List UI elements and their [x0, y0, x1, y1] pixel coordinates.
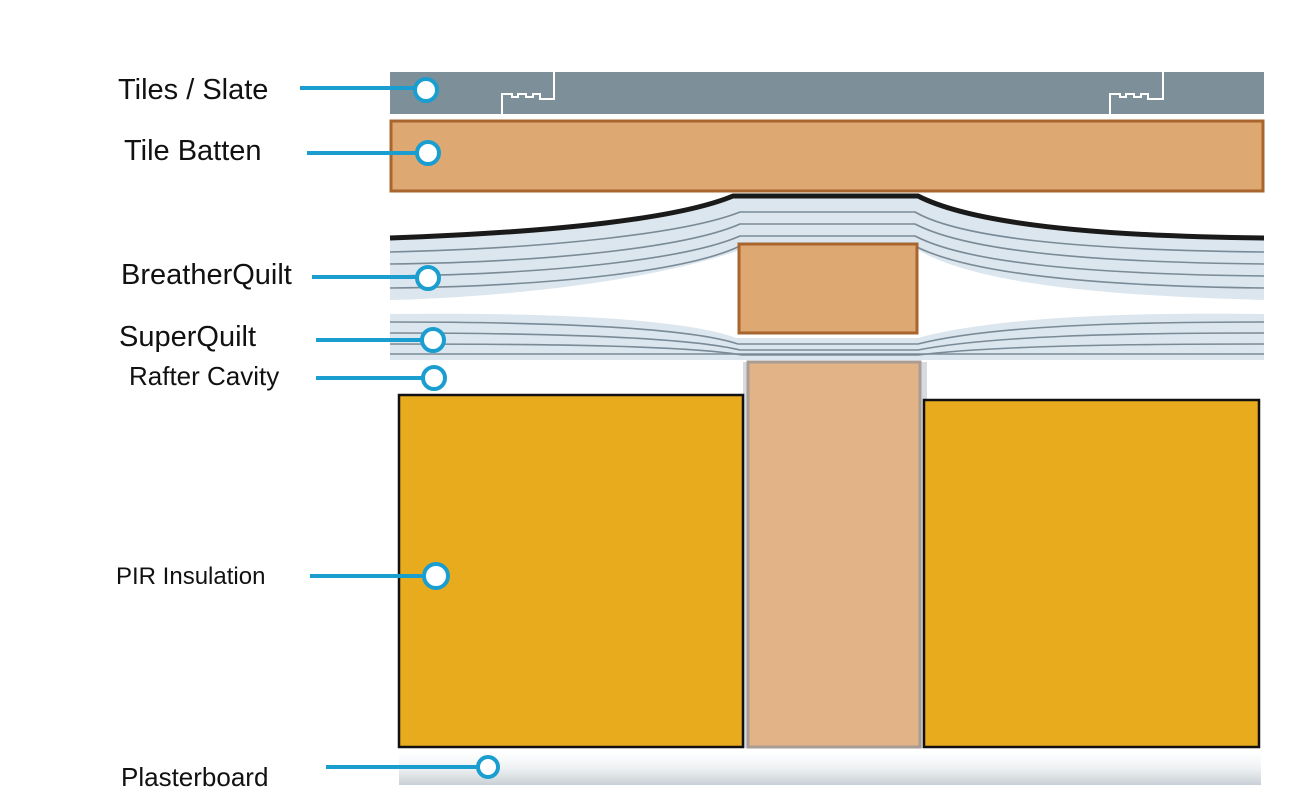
callout-dot-pir — [422, 562, 450, 590]
superquilt-body — [390, 313, 1264, 360]
callout-dot-batten — [415, 140, 441, 166]
tile-batten — [389, 119, 1265, 193]
callout-dot-superquilt — [420, 327, 446, 353]
label-breatherquilt: BreatherQuilt — [121, 259, 292, 291]
label-plasterboard: Plasterboard — [121, 762, 269, 792]
callout-dot-tiles — [413, 77, 439, 103]
plasterboard — [399, 752, 1261, 785]
tile-nib-right — [1109, 72, 1164, 114]
counter-batten — [737, 242, 919, 335]
rafter — [743, 360, 927, 749]
label-tiles-slate: Tiles / Slate — [118, 74, 269, 106]
pir-board-right — [922, 398, 1261, 749]
label-rafter-cavity: Rafter Cavity — [129, 361, 280, 391]
label-pir-insulation: PIR Insulation — [116, 563, 266, 590]
label-superquilt: SuperQuilt — [119, 321, 257, 353]
superquilt-fibre — [389, 321, 1265, 345]
breatherquilt-fibre — [389, 235, 1265, 277]
callout-dot-plasterboard — [476, 755, 500, 779]
tiles-layer — [390, 72, 1264, 114]
breather-membrane — [389, 193, 1265, 241]
superquilt-fibre — [389, 343, 1265, 356]
superquilt-fibre — [389, 332, 1265, 351]
callout-dot-rafter-cavity — [421, 365, 447, 391]
pir-board-left — [397, 393, 745, 749]
rafter-timber — [746, 360, 922, 749]
superquilt-layer — [389, 313, 1265, 360]
breatherquilt-fibre — [389, 223, 1265, 265]
callout-dot-breatherquilt — [415, 265, 441, 291]
breatherquilt-fibre — [389, 211, 1265, 253]
label-tile-batten: Tile Batten — [124, 135, 262, 167]
tile-nib-left — [501, 72, 555, 114]
callouts — [300, 77, 500, 779]
